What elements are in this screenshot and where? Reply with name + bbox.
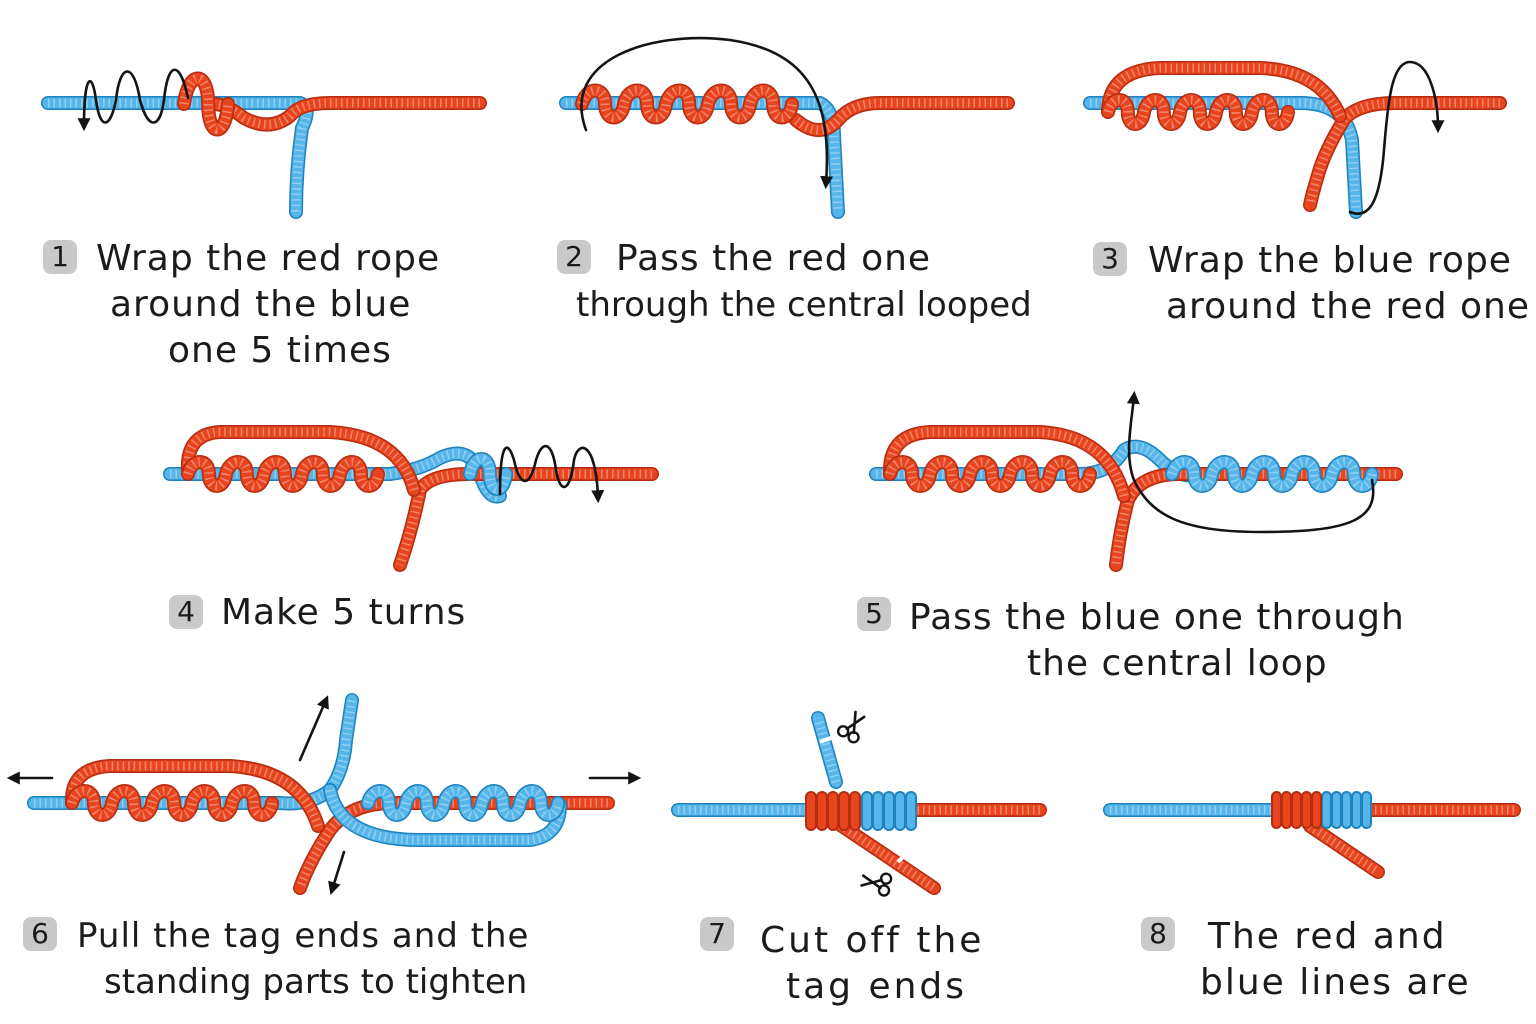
step-5-red-loop	[883, 425, 1131, 503]
step-3-line-2: around the red one	[1166, 286, 1530, 327]
step-7-blue-tag	[811, 711, 843, 789]
step-7-badge: 7	[700, 917, 734, 951]
step-8-blue-wrap	[1321, 791, 1332, 829]
step-6-up-pull-arrow-icon	[298, 695, 329, 762]
step-8-blue-wrap	[1351, 791, 1362, 829]
step-7-blue-wrap	[872, 791, 884, 831]
step-4-red-rope	[393, 467, 659, 572]
step-2-red-coil	[575, 83, 799, 125]
step-7-red-wrap	[827, 791, 839, 831]
step-7-red-wrap	[838, 791, 850, 831]
step-4-caption: Make 5 turns	[221, 590, 466, 636]
step-5-caption: Pass the blue one through the central lo…	[909, 595, 1405, 687]
step-4-blue-coil	[463, 452, 513, 496]
step-3-line-1: Wrap the blue rope	[1148, 240, 1512, 281]
step-7-blue-wrap	[883, 791, 895, 831]
step-4-badge: 4	[169, 595, 203, 629]
step-7-red-wrap	[849, 791, 861, 831]
step-7-blue-wrap	[861, 791, 873, 831]
step-6-blue-loop	[323, 783, 567, 847]
step-3-caption: Wrap the blue rope around the red one	[1148, 238, 1530, 330]
step-2-caption: Pass the red one through the central loo…	[576, 236, 1032, 328]
step-5-line-2: the central loop	[1027, 643, 1328, 684]
step-1-line-2: around the blue	[110, 284, 412, 325]
step-7-blue-wrap	[894, 791, 906, 831]
arrows-layer	[6, 36, 1445, 895]
step-5-blue-coil	[1165, 455, 1379, 493]
step-8-red-wrap	[1271, 791, 1282, 829]
step-6-red-loop	[65, 759, 325, 833]
step-7-scissors-icon	[860, 872, 893, 897]
step-2-line-2: through the central looped	[576, 285, 1032, 325]
step-7-blue-wrap	[905, 791, 917, 831]
step-8-red-wrap	[1301, 791, 1312, 829]
step-1-badge: 1	[43, 240, 77, 274]
ropes-layer	[27, 61, 1521, 895]
step-5-pass-arrow-icon	[1126, 390, 1375, 534]
step-4-turns-arrow-icon	[498, 444, 605, 504]
step-1-line-1: Wrap the red rope	[96, 238, 441, 279]
step-3-wrap-arrow-icon	[1348, 60, 1445, 215]
step-8-red-wrap	[1291, 791, 1302, 829]
step-2-line-1: Pass the red one	[616, 238, 932, 279]
step-7-scissors-icon	[836, 710, 866, 744]
step-4-red-coil	[181, 455, 385, 493]
step-2-badge: 2	[557, 240, 591, 274]
step-2-red-rope	[789, 96, 1015, 137]
step-3-badge: 3	[1093, 242, 1127, 276]
step-8-red-wrap	[1281, 791, 1292, 829]
step-6-caption: Pull the tag ends and the standing parts…	[77, 913, 529, 1005]
step-7-cut-mark	[819, 734, 837, 744]
step-7-line-2: tag ends	[786, 966, 968, 1007]
step-6-blue-coil	[361, 784, 565, 822]
icons-layer	[836, 710, 893, 897]
step-3-red-rope	[1303, 96, 1507, 212]
step-8-blue-wrap	[1331, 791, 1342, 829]
step-4-line-1: Make 5 turns	[221, 592, 467, 633]
step-7-line-1: Cut off the	[760, 920, 985, 961]
step-7-cut-mark	[896, 850, 910, 864]
step-5-line-1: Pass the blue one through	[909, 597, 1405, 638]
step-8-line-1: The red and	[1208, 916, 1447, 957]
step-7-caption: Cut off the tag ends	[760, 918, 984, 1010]
step-8-line-2: blue lines are	[1200, 962, 1471, 1003]
step-7-red-wrap	[805, 791, 817, 831]
step-8-blue-wrap	[1341, 791, 1352, 829]
step-8-caption: The red and blue lines are	[1200, 914, 1471, 1006]
step-1-red-coil	[177, 71, 235, 137]
step-5-red-coil	[883, 455, 1097, 493]
step-8-blue-wrap	[1361, 791, 1372, 829]
step-1-caption: Wrap the red rope around the blue one 5 …	[96, 236, 440, 374]
step-6-line-2: standing parts to tighten	[104, 962, 528, 1002]
step-7-red-tag	[829, 815, 941, 895]
step-4-red-loop	[180, 425, 421, 497]
step-7-red-wrap	[816, 791, 828, 831]
step-8-red-wrap	[1311, 791, 1322, 829]
step-8-badge: 8	[1141, 917, 1175, 951]
step-1-wrap-arrow-icon	[77, 68, 190, 132]
step-1-line-3: one 5 times	[168, 330, 392, 371]
step-3-red-coil	[1101, 93, 1295, 131]
step-6-red-coil	[65, 784, 279, 822]
step-6-red-rope	[293, 796, 615, 895]
step-5-badge: 5	[857, 597, 891, 631]
step-2-pass-arrow-icon	[580, 36, 834, 190]
step-3-red-loop	[1101, 61, 1347, 123]
step-8-red-tag	[1303, 819, 1385, 879]
step-6-line-1: Pull the tag ends and the	[77, 916, 530, 956]
step-6-badge: 6	[23, 917, 57, 951]
step-6-down-pull-arrow-icon	[328, 850, 346, 895]
